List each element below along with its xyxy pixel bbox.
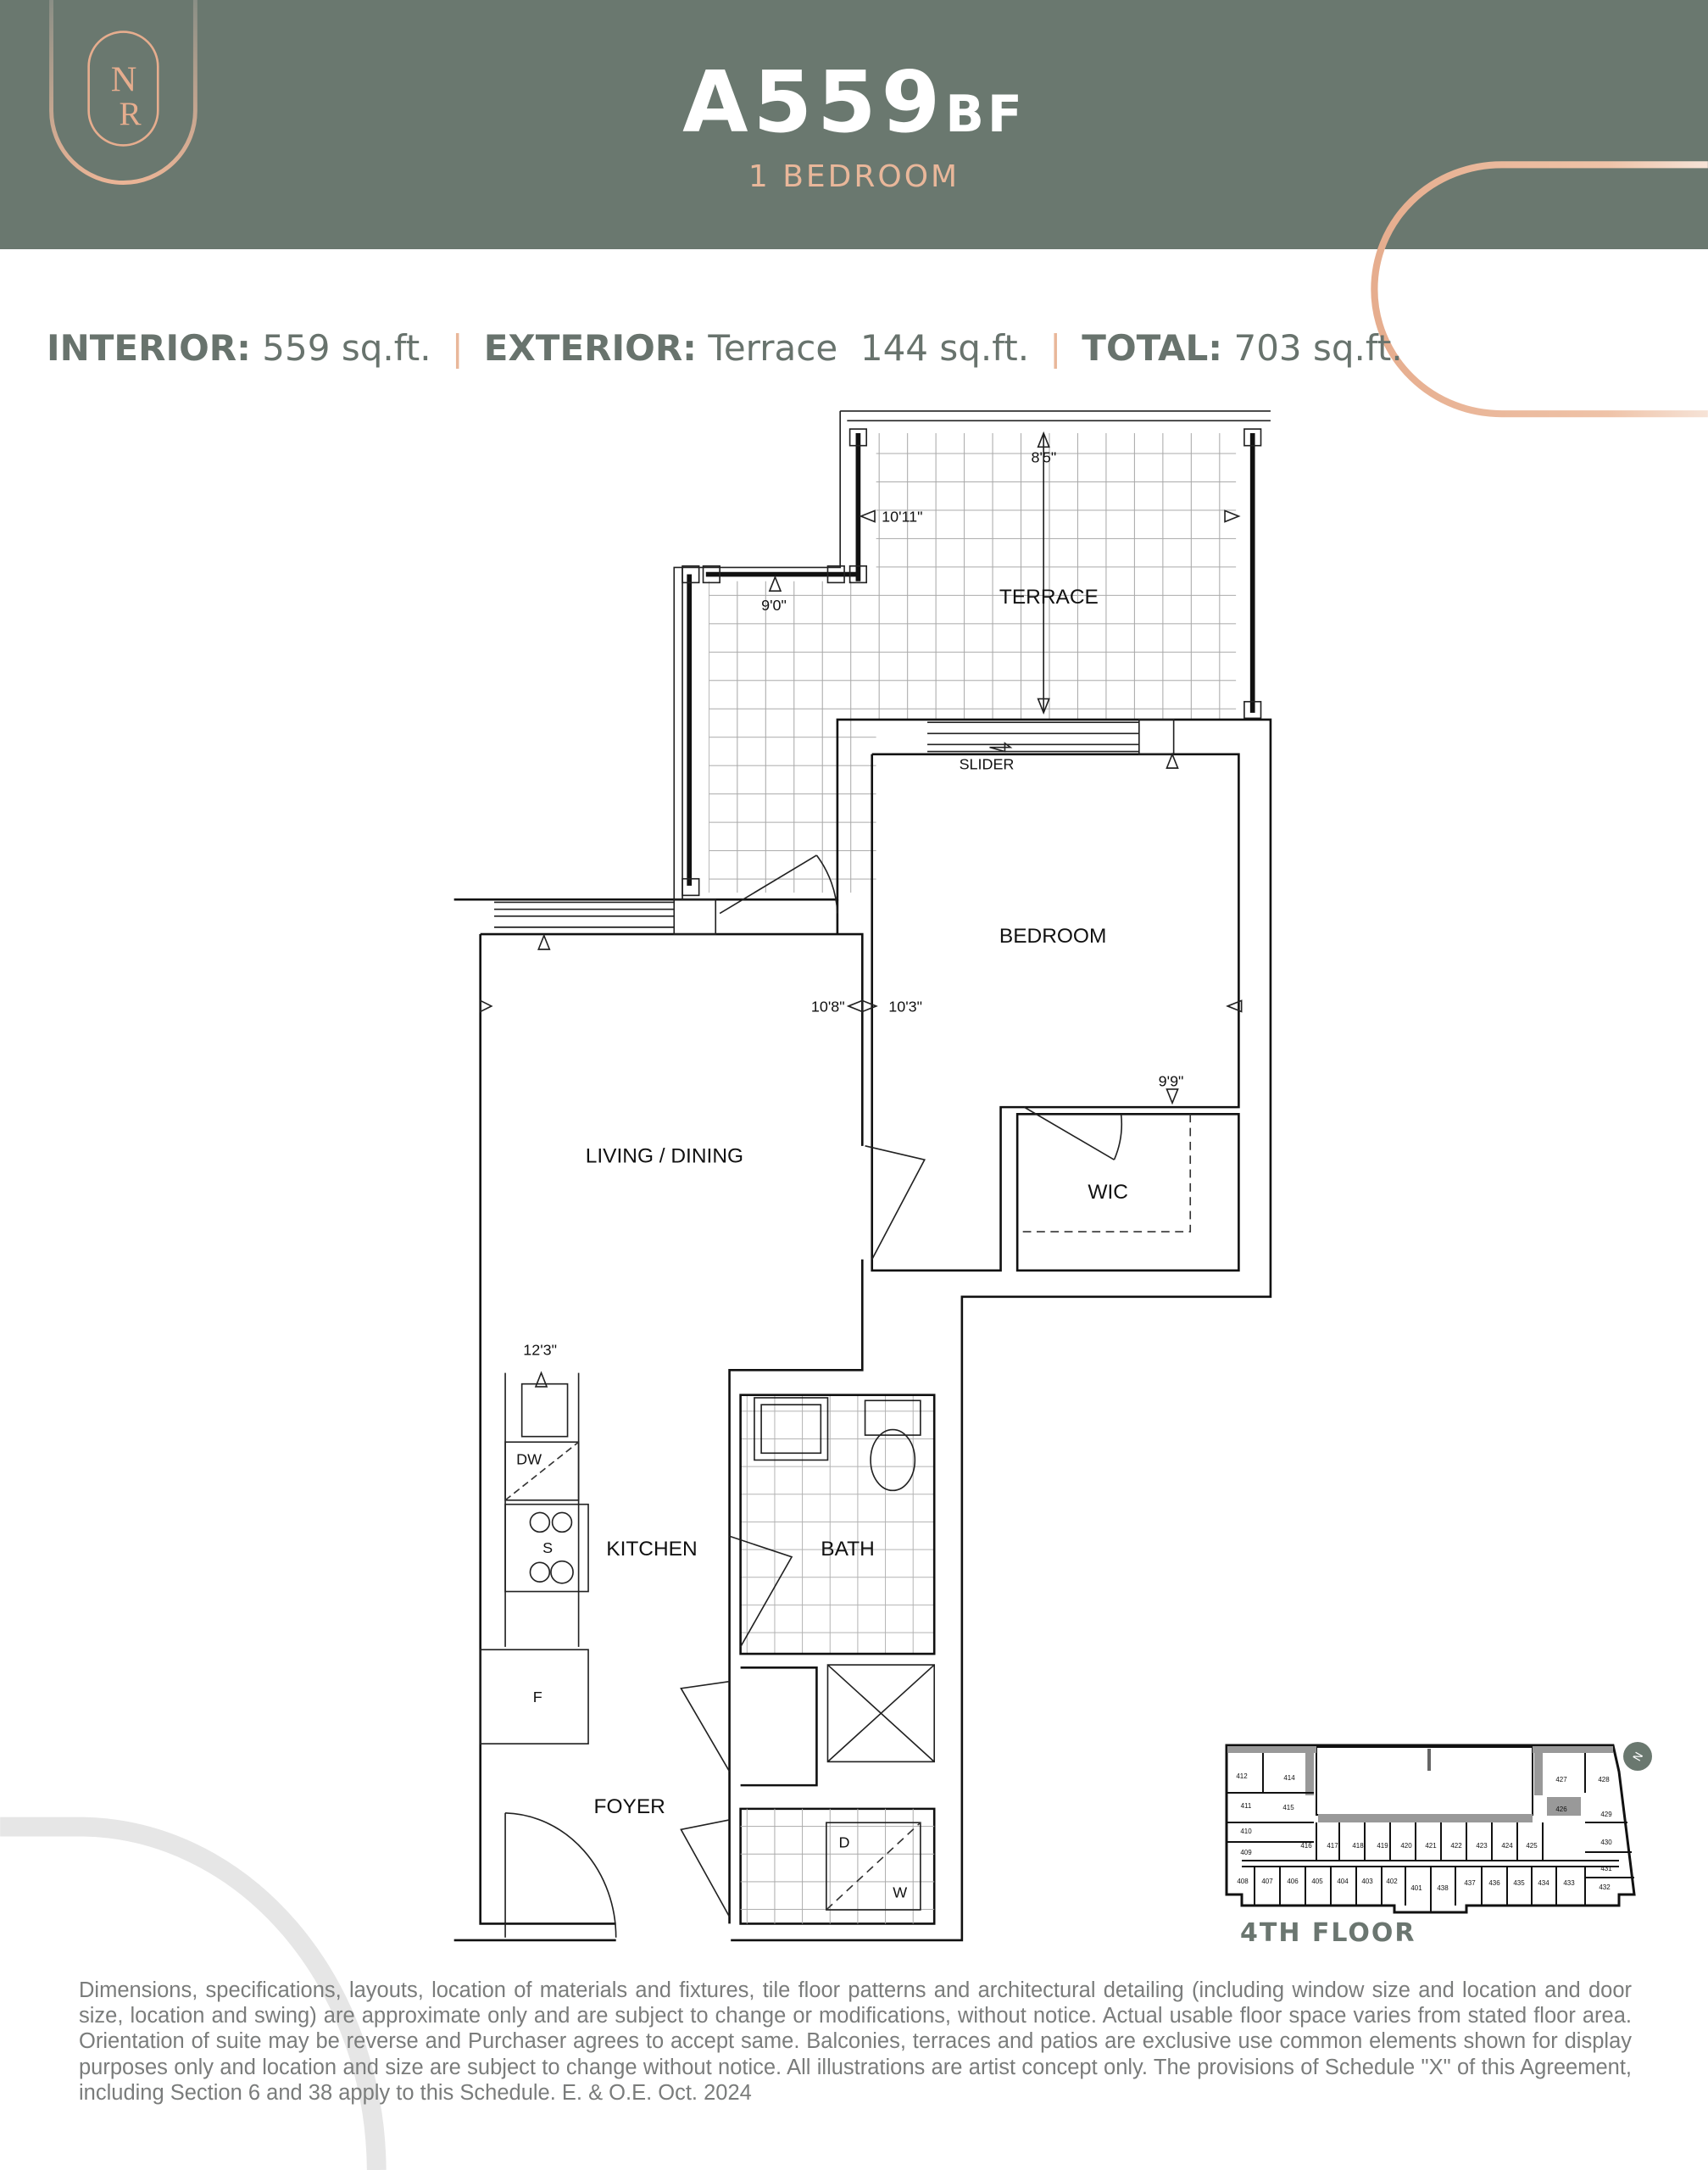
key-plan-unit: 429 bbox=[1600, 1811, 1612, 1818]
exterior-label: EXTERIOR: bbox=[483, 327, 697, 369]
separator: | bbox=[451, 327, 464, 369]
north-arrow-icon: N bbox=[1623, 1742, 1652, 1771]
decorative-arc-right bbox=[1371, 161, 1708, 418]
slider-label: SLIDER bbox=[960, 756, 1015, 773]
key-plan-unit: 433 bbox=[1563, 1879, 1575, 1887]
key-plan-unit: 420 bbox=[1400, 1842, 1412, 1850]
washer-label: W bbox=[893, 1883, 907, 1900]
key-plan-unit: 435 bbox=[1513, 1879, 1525, 1887]
unit-type: 1 BEDROOM bbox=[748, 159, 960, 194]
dim-terrace-small: 9'0" bbox=[761, 597, 787, 614]
dim-terrace-width: 8'5" bbox=[1031, 448, 1056, 465]
key-plan-unit: 434 bbox=[1538, 1879, 1549, 1887]
key-plan-unit: 421 bbox=[1425, 1842, 1437, 1850]
key-plan-unit-highlighted: 426 bbox=[1555, 1806, 1567, 1813]
room-label-bath: BATH bbox=[821, 1538, 874, 1561]
key-plan-unit: 428 bbox=[1598, 1776, 1610, 1783]
room-label-wic: WIC bbox=[1088, 1181, 1128, 1204]
room-label-terrace: TERRACE bbox=[999, 586, 1099, 609]
key-plan-unit: 410 bbox=[1240, 1828, 1252, 1835]
key-plan-unit: 402 bbox=[1386, 1878, 1398, 1885]
key-plan-unit: 411 bbox=[1241, 1802, 1252, 1810]
walls bbox=[453, 718, 1272, 1942]
key-plan-unit: 409 bbox=[1240, 1849, 1252, 1856]
key-plan-unit: 406 bbox=[1287, 1878, 1299, 1885]
key-plan-unit: 414 bbox=[1283, 1774, 1295, 1782]
fixtures bbox=[479, 1372, 936, 1924]
key-plan-unit: 432 bbox=[1599, 1883, 1611, 1891]
stove-label: S bbox=[542, 1539, 553, 1556]
key-plan-unit: 431 bbox=[1600, 1865, 1612, 1872]
key-plan-unit: 415 bbox=[1282, 1804, 1294, 1811]
legal-disclaimer: Dimensions, specifications, layouts, loc… bbox=[79, 1978, 1632, 2105]
key-plan-unit: 416 bbox=[1300, 1842, 1312, 1850]
total-label: TOTAL: bbox=[1082, 327, 1223, 369]
key-plan-unit: 422 bbox=[1450, 1842, 1462, 1850]
room-label-bedroom: BEDROOM bbox=[999, 925, 1106, 948]
fridge-label: F bbox=[533, 1689, 542, 1705]
key-plan-unit: 408 bbox=[1237, 1878, 1249, 1885]
key-plan-unit: 437 bbox=[1464, 1879, 1476, 1887]
key-plan-unit: 401 bbox=[1410, 1884, 1422, 1892]
key-plan-unit: 405 bbox=[1311, 1878, 1323, 1885]
key-plan-unit: 436 bbox=[1488, 1879, 1500, 1887]
decorative-arc-bottom-left bbox=[0, 1817, 387, 2170]
key-plan-unit: 412 bbox=[1236, 1772, 1248, 1780]
dim-bedroom-width: 10'3" bbox=[888, 998, 922, 1015]
key-plan: 412 414 411 415 410 409 416 417 418 419 420 421 422 4… bbox=[1225, 1742, 1652, 1948]
key-plan-unit: 430 bbox=[1600, 1839, 1612, 1846]
area-summary: INTERIOR: 559 sq.ft. | EXTERIOR: Terrace 1… bbox=[47, 327, 1403, 369]
exterior-value: Terrace 144 sq.ft. bbox=[708, 327, 1030, 369]
key-plan-unit: 418 bbox=[1352, 1842, 1364, 1850]
terrace bbox=[673, 410, 1271, 900]
key-plan-unit: 403 bbox=[1361, 1878, 1373, 1885]
key-plan-unit: 407 bbox=[1261, 1878, 1273, 1885]
unit-title: A559BF bbox=[0, 53, 1708, 152]
total-value: 703 sq.ft. bbox=[1233, 327, 1403, 369]
interior-value: 559 sq.ft. bbox=[262, 327, 431, 369]
room-label-kitchen: KITCHEN bbox=[606, 1538, 697, 1561]
interior-label: INTERIOR: bbox=[47, 327, 251, 369]
dishwasher-label: DW bbox=[516, 1450, 542, 1467]
dryer-label: D bbox=[839, 1834, 850, 1851]
room-label-foyer: FOYER bbox=[594, 1795, 665, 1818]
dim-bedroom-depth: 9'9" bbox=[1159, 1073, 1184, 1090]
brand-logo: N R bbox=[49, 0, 198, 185]
dim-terrace-depth: 10'11" bbox=[882, 509, 922, 526]
dim-living-width: 10'8" bbox=[811, 998, 845, 1015]
room-label-living: LIVING / DINING bbox=[586, 1144, 743, 1167]
key-plan-unit: 417 bbox=[1327, 1842, 1338, 1850]
svg-text:R: R bbox=[120, 96, 142, 132]
separator: | bbox=[1049, 327, 1062, 369]
key-plan-unit: 424 bbox=[1501, 1842, 1513, 1850]
svg-text:N: N bbox=[111, 60, 137, 100]
key-plan-units: 412 414 411 415 410 409 416 417 418 419 420 421 422 4… bbox=[1236, 1772, 1612, 1892]
unit-suffix: BF bbox=[945, 85, 1026, 144]
dim-kitchen-length: 12'3" bbox=[523, 1341, 557, 1358]
key-plan-unit: 438 bbox=[1437, 1884, 1449, 1892]
key-plan-unit: 425 bbox=[1526, 1842, 1538, 1850]
key-plan-unit: 419 bbox=[1377, 1842, 1388, 1850]
unit-name: A559 bbox=[682, 53, 946, 152]
key-plan-unit: 404 bbox=[1337, 1878, 1349, 1885]
key-plan-unit: 427 bbox=[1555, 1776, 1567, 1783]
key-plan-floor-label: 4TH FLOOR bbox=[1240, 1918, 1416, 1948]
key-plan-unit: 423 bbox=[1476, 1842, 1488, 1850]
header-banner bbox=[0, 0, 1708, 249]
